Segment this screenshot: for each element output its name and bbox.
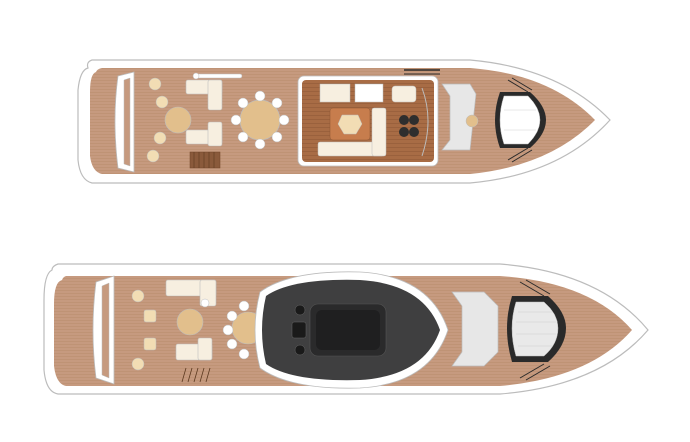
chair — [155, 95, 169, 109]
upper-deck-vents — [404, 69, 533, 163]
lower-deck-vents — [519, 279, 551, 381]
chair — [131, 289, 145, 303]
side-table — [143, 309, 157, 323]
stair-well — [354, 83, 384, 103]
round-table — [176, 308, 204, 336]
bow-lounge-cushion — [511, 301, 559, 357]
mast-base — [291, 321, 307, 339]
lower-foredeck — [451, 291, 566, 367]
upper-aft-lounge — [146, 72, 243, 163]
chair — [148, 77, 162, 91]
sofa-cushion — [371, 107, 387, 157]
fore-sunpad — [441, 83, 477, 151]
upper-foredeck — [441, 83, 546, 151]
chair — [131, 357, 145, 371]
sofa-cushion — [207, 79, 223, 111]
small-table — [465, 114, 479, 128]
radar-mount — [294, 344, 306, 356]
fore-sunpad — [451, 291, 499, 367]
helm-seat — [399, 115, 409, 125]
upper-deck-plan — [77, 59, 611, 184]
upper-saloon — [297, 75, 439, 167]
coffee-table — [337, 114, 363, 135]
galley-counter — [319, 83, 351, 103]
side-table — [143, 337, 157, 351]
lower-aft-lounge — [131, 279, 217, 371]
chair — [146, 149, 160, 163]
lower-hardtop — [254, 271, 449, 389]
chair — [153, 131, 167, 145]
lower-aft-stair — [181, 367, 211, 383]
bar-counter — [195, 73, 243, 79]
sofa-cushion — [391, 85, 417, 103]
sofa-cushion — [197, 337, 213, 361]
upper-dining-table — [230, 90, 290, 150]
helm-seat — [409, 115, 419, 125]
bow-lounge-cushion — [499, 95, 541, 145]
radar-mount — [294, 304, 306, 316]
helm-seat — [399, 127, 409, 137]
upper-aft-stair — [189, 151, 221, 169]
sofa-cushion — [207, 121, 223, 147]
lower-deck-plan — [43, 263, 649, 395]
round-table — [164, 106, 192, 134]
helm-seat — [409, 127, 419, 137]
